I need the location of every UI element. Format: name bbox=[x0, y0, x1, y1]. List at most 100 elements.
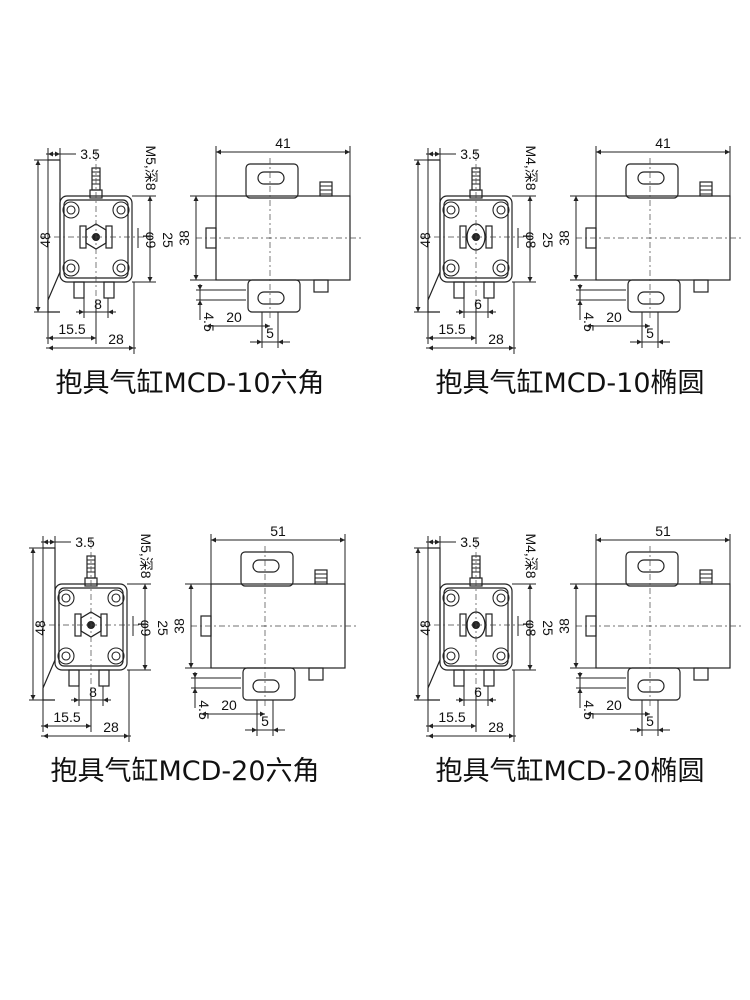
dim-arrow bbox=[637, 727, 642, 733]
dim-3-5-label: 3.5 bbox=[460, 534, 480, 550]
dim-arrow bbox=[527, 584, 533, 589]
dim-3-5-label: 3.5 bbox=[460, 146, 480, 162]
screw-head bbox=[442, 201, 460, 219]
dim-28-label: 28 bbox=[488, 331, 504, 347]
bottom-slot bbox=[637, 291, 665, 305]
bore-label: φ8 bbox=[523, 620, 539, 637]
dim-arrow bbox=[428, 151, 433, 157]
dim-25-label: 25 bbox=[155, 620, 171, 636]
bottom-bolt bbox=[103, 281, 115, 299]
bottom-bolt bbox=[453, 669, 465, 687]
dim-arrow bbox=[91, 335, 96, 341]
dim-5-label: 5 bbox=[266, 325, 274, 341]
screw-center bbox=[111, 651, 121, 661]
side-bottom-bolt bbox=[693, 667, 709, 681]
dim-arrow bbox=[471, 335, 476, 341]
bottom-bracket bbox=[627, 279, 681, 313]
dim-arrow bbox=[586, 711, 591, 717]
screw-head bbox=[112, 259, 130, 277]
dim-arrow bbox=[43, 539, 48, 545]
dim-arrow bbox=[260, 711, 265, 717]
dim-arrow bbox=[265, 323, 270, 329]
bracket-outline bbox=[47, 159, 61, 313]
dim-arrow bbox=[197, 300, 203, 305]
dim-arrow bbox=[278, 339, 283, 345]
dim-8-label: 8 bbox=[89, 684, 97, 700]
dim-8-label: 8 bbox=[94, 296, 102, 312]
side-bottom-bolt bbox=[308, 667, 324, 681]
dim-arrow bbox=[86, 723, 91, 729]
bottom-slot bbox=[637, 679, 665, 693]
dim-5-label: 5 bbox=[646, 325, 654, 341]
dim-arrow bbox=[142, 665, 148, 670]
dim-arrow bbox=[596, 537, 601, 543]
dim-length-label: 51 bbox=[655, 523, 671, 539]
dim-38-label: 38 bbox=[556, 230, 572, 246]
screw-center bbox=[446, 593, 456, 603]
dim-3-5-label: 3.5 bbox=[80, 146, 100, 162]
dim-arrow bbox=[435, 539, 440, 545]
bottom-bracket bbox=[247, 279, 301, 313]
dim-4-5-label: 4.5 bbox=[201, 312, 217, 332]
dim-arrow bbox=[35, 307, 41, 312]
dim-5-label: 5 bbox=[261, 713, 269, 729]
dim-20-label: 20 bbox=[226, 309, 242, 325]
screw-center bbox=[496, 205, 506, 215]
dim-arrow bbox=[577, 688, 583, 693]
dim-28-label: 28 bbox=[488, 719, 504, 735]
dim-arrow bbox=[509, 733, 514, 739]
screw-head bbox=[112, 201, 130, 219]
dim-48-label: 48 bbox=[32, 620, 48, 636]
dim-15-5-label: 15.5 bbox=[438, 321, 465, 337]
screw-head bbox=[442, 647, 460, 665]
dim-arrow bbox=[147, 196, 153, 201]
side-bottom-bolt bbox=[693, 279, 709, 293]
screw-head bbox=[62, 201, 80, 219]
dim-length-label: 41 bbox=[655, 135, 671, 151]
dim-arrow bbox=[257, 339, 262, 345]
drawing-caption: 抱具气缸MCD-10椭圆 bbox=[435, 368, 704, 399]
dim-arrow bbox=[129, 345, 134, 351]
dim-arrow bbox=[188, 663, 194, 668]
dim-arrow bbox=[74, 697, 79, 703]
bottom-slot bbox=[257, 291, 285, 305]
dim-5-label: 5 bbox=[646, 713, 654, 729]
screw-head bbox=[57, 589, 75, 607]
dim-arrow bbox=[124, 733, 129, 739]
dim-4-5-label: 4.5 bbox=[196, 700, 212, 720]
drawing-caption: 抱具气缸MCD-20六角 bbox=[50, 756, 319, 787]
dim-28-label: 28 bbox=[103, 719, 119, 735]
dim-arrow bbox=[658, 727, 663, 733]
dim-arrow bbox=[435, 151, 440, 157]
dim-48-label: 48 bbox=[417, 620, 433, 636]
dim-arrow bbox=[142, 584, 148, 589]
thread-label: M5,深8 bbox=[138, 533, 154, 578]
dim-20-label: 20 bbox=[221, 697, 237, 713]
dim-20-label: 20 bbox=[606, 697, 622, 713]
dim-arrow bbox=[30, 695, 36, 700]
dim-length-label: 51 bbox=[270, 523, 286, 539]
dim-arrow bbox=[573, 275, 579, 280]
screw-center bbox=[446, 205, 456, 215]
side-fitting bbox=[319, 181, 333, 197]
dim-38-label: 38 bbox=[556, 618, 572, 634]
dim-arrow bbox=[30, 548, 36, 553]
dim-arrow bbox=[216, 149, 221, 155]
screw-center bbox=[66, 263, 76, 273]
dim-arrow bbox=[658, 339, 663, 345]
dim-arrow bbox=[35, 160, 41, 165]
bore-label: φ9 bbox=[138, 620, 154, 637]
dim-38-label: 38 bbox=[171, 618, 187, 634]
dim-arrow bbox=[55, 151, 60, 157]
bottom-bolt bbox=[483, 669, 495, 687]
dim-8-label: 6 bbox=[474, 296, 482, 312]
bottom-bolt bbox=[483, 281, 495, 299]
dim-arrow bbox=[50, 539, 55, 545]
dim-arrow bbox=[428, 335, 433, 341]
dim-arrow bbox=[488, 697, 493, 703]
dim-arrow bbox=[573, 663, 579, 668]
dim-arrow bbox=[527, 277, 533, 282]
